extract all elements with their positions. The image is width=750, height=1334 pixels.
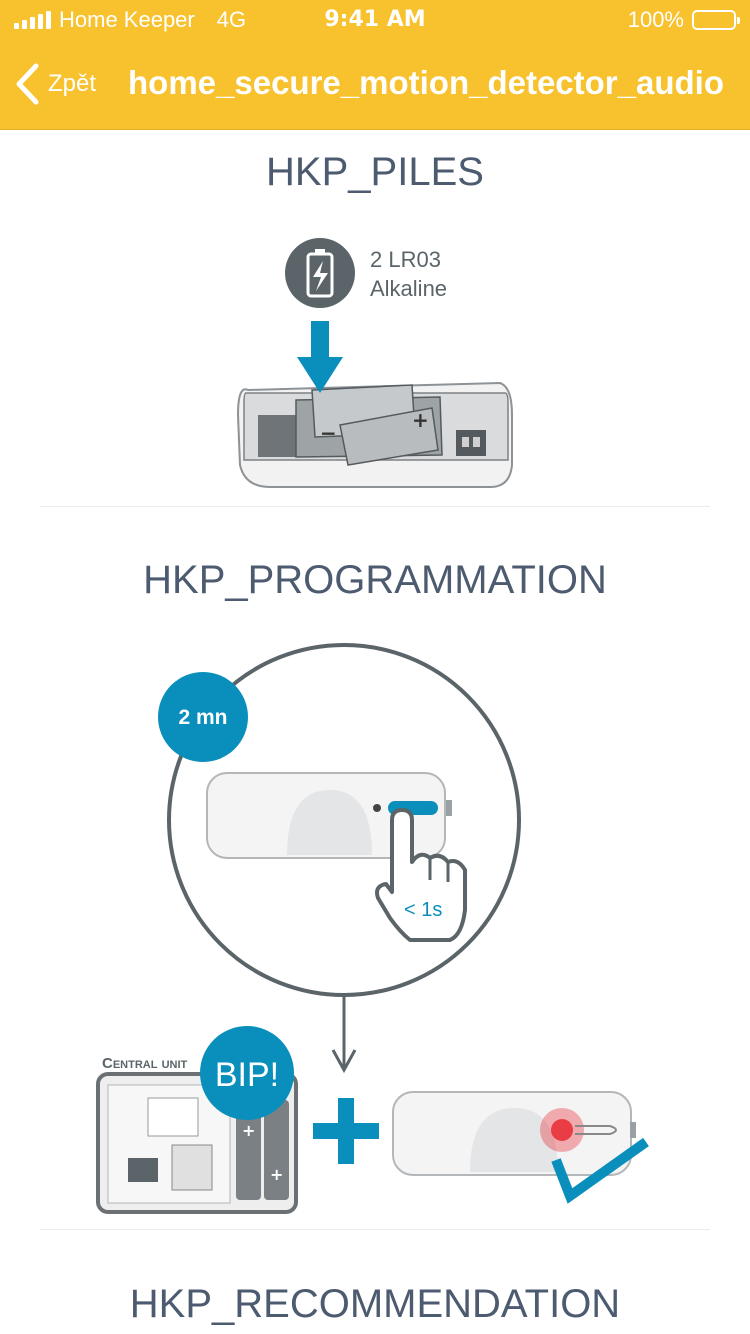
back-label: Zpět [48,70,97,97]
back-button[interactable]: Zpět [14,62,96,106]
hand-press-icon [375,808,467,942]
carrier-name: Home Keeper [59,7,195,32]
bip-badge-label: BIP! [215,1056,279,1094]
navigation-bar: Zpět home_secure_motion_detector_audio [0,40,750,130]
central-unit-label: Central unit [102,1055,188,1072]
plus-icon [313,1098,379,1164]
battery-spec-line1: 2 LR03 [370,247,441,272]
bip-badge [200,1026,294,1120]
section-divider [40,1229,710,1230]
central-unit-device: + + [96,1072,298,1214]
svg-text:+: + [270,1165,283,1184]
checkmark-icon [551,1137,649,1204]
chevron-left-icon [16,63,39,105]
app-header: Home Keeper 4G 9:41 AM 100% Zpět home_se… [0,0,750,130]
section-title-recommendation: HKP_RECOMMENDATION [129,1282,621,1326]
svg-text:+: + [412,408,429,432]
battery-status-icon [692,10,740,30]
section-title-piles: HKP_PILES [266,150,484,194]
arrow-down-icon [297,321,343,393]
battery-icon [285,238,355,308]
battery-install-illustration: 2 LR03 Alkaline + − [236,238,513,488]
timer-badge-label: 2 mn [178,706,227,729]
section-divider [40,506,710,507]
battery-percent: 100% [627,7,684,32]
svg-text:+: + [242,1121,255,1140]
timer-badge [158,672,248,762]
signal-icon [14,11,51,29]
status-bar: Home Keeper 4G 9:41 AM 100% [0,0,750,40]
status-right: 100% [627,7,740,33]
section-title-programmation: HKP_PROGRAMMATION [143,558,607,602]
status-left: Home Keeper 4G [14,7,246,33]
page-title: home_secure_motion_detector_audio [128,64,724,101]
network-type: 4G [216,7,247,32]
status-time: 9:41 AM [324,7,426,32]
svg-text:−: − [320,421,337,445]
battery-spec-line2: Alkaline [370,276,447,301]
press-duration-label: < 1s [404,899,442,921]
programming-illustration: < 1s 2 mn Central unit + + BIP! [96,643,649,1214]
